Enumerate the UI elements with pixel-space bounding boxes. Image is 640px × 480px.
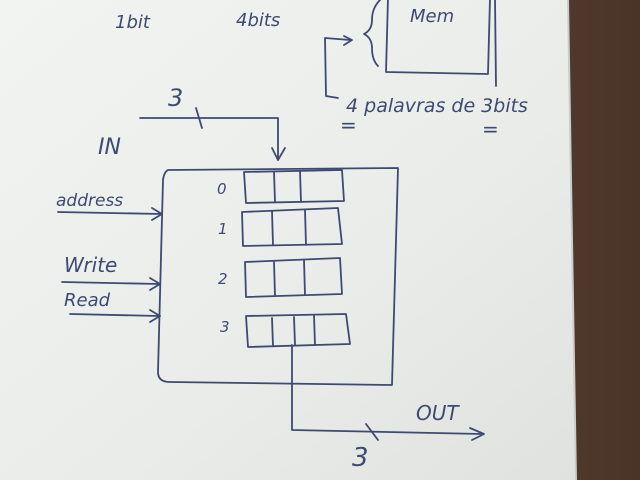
bracket-left [324,37,351,99]
register-row-3 [245,313,351,348]
bracket-arrow [343,35,353,46]
in-bus-arrow [271,147,286,161]
mem-label: Mem [410,6,454,27]
out-bus-arrow [469,427,485,441]
in-bus-width: 3 [168,84,183,112]
mem-box [385,0,491,75]
read-arrowhead [149,309,161,323]
note-4bits: 4bits [236,10,280,31]
out-label: OUT [416,401,460,425]
out-bus-width: 3 [352,443,369,473]
register-row-1 [241,207,343,247]
write-label: Write [64,253,117,277]
equals-left: = [340,113,357,137]
out-bus-line [291,344,483,435]
address-label: address [56,191,123,211]
in-bus-line [139,117,279,161]
in-bus-slash [195,107,203,129]
row-label-3: 3 [220,318,230,336]
register-row-0 [243,169,345,204]
address-arrowhead [151,207,163,221]
in-label: IN [98,135,121,160]
read-label: Read [64,290,111,311]
write-arrow [61,281,161,285]
mem-box-side [494,0,497,87]
row-label-0: 0 [217,180,227,198]
address-arrow [57,211,163,215]
paper-sheet [0,0,576,480]
words-note: 4 palavras de 3bits [346,95,528,117]
memory-block [157,167,399,386]
paper-edge [567,0,577,480]
note-1bit: 1bit [115,12,151,33]
row-label-1: 1 [218,220,228,238]
register-row-2 [244,257,343,298]
row-label-2: 2 [218,270,228,288]
write-arrowhead [149,277,161,291]
equals-right: = [482,117,499,141]
curly-brace [363,0,381,67]
read-arrow [69,313,161,317]
out-bus-slash [365,423,379,441]
